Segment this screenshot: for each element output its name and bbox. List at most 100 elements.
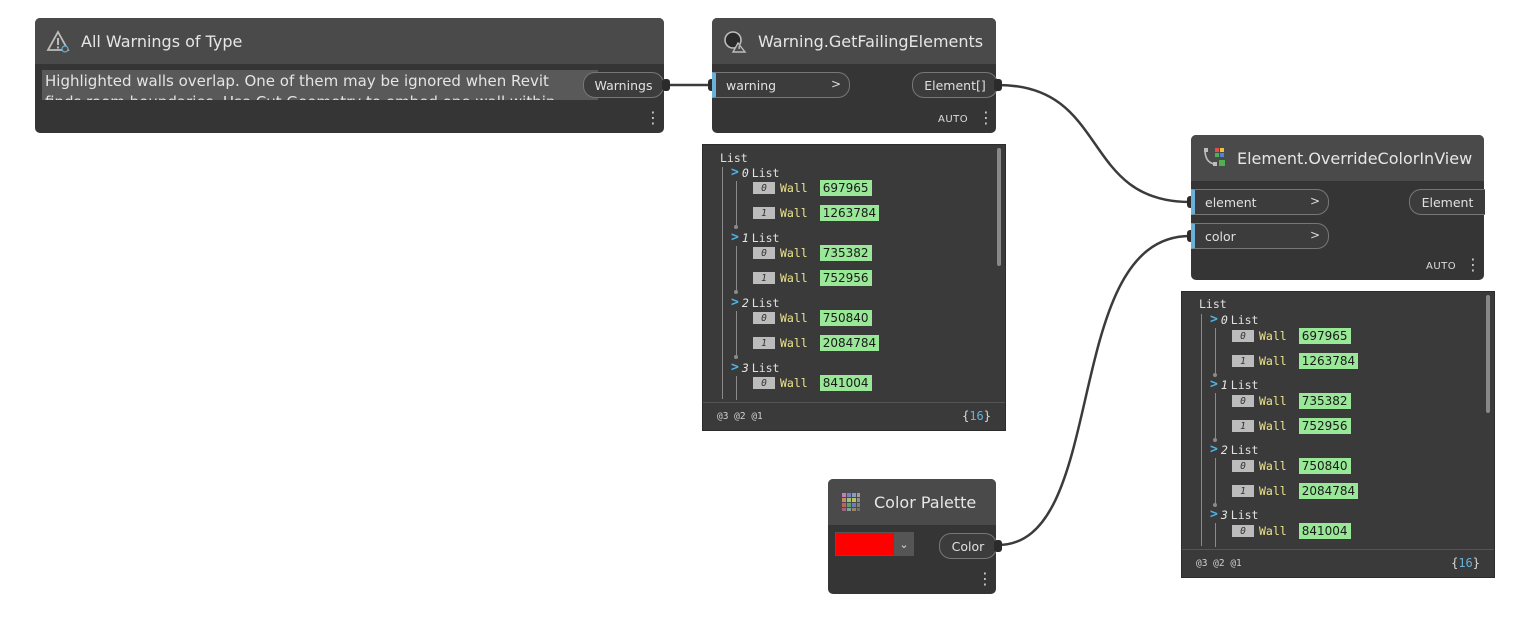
warning-type-dropdown[interactable]: Highlighted walls overlap. One of them m… (42, 70, 580, 100)
preview-root-label: List (1199, 297, 1227, 311)
tree-line (736, 181, 737, 227)
preview-footer: @3 @2 @1 {16} (1182, 549, 1494, 577)
preview-root-label: List (720, 151, 748, 165)
node-header[interactable]: Warning.GetFailingElements (712, 18, 996, 64)
chevron-right-icon: > (1309, 194, 1320, 208)
node-header[interactable]: All Warnings of Type (35, 18, 664, 64)
port-label: element (1205, 194, 1257, 210)
output-connector[interactable] (994, 540, 1002, 552)
node-title: Element.OverrideColorInView (1237, 148, 1473, 168)
item-count: {16} (1451, 556, 1480, 570)
tree-line (736, 376, 737, 400)
output-port-elements[interactable]: Element[] (912, 72, 998, 98)
chevron-right-icon[interactable]: > (731, 360, 739, 375)
color-swatch-selector[interactable]: ⌄ (835, 532, 914, 556)
node-title: Color Palette (874, 492, 977, 512)
tree-line (1215, 328, 1216, 374)
input-port-color[interactable]: color > (1191, 223, 1329, 249)
tree-dot (1213, 438, 1217, 442)
node-warning-getfailingelements[interactable]: Warning.GetFailingElements warning > Ele… (708, 18, 1002, 133)
output-port-warnings[interactable]: Warnings (583, 72, 664, 98)
node-title: All Warnings of Type (81, 31, 243, 51)
port-label: Element (1421, 194, 1474, 210)
port-label: Element[] (924, 77, 986, 93)
lacing-label[interactable]: AUTO (1426, 261, 1457, 272)
tree-dot (734, 225, 738, 229)
preview-footer: @3 @2 @1 {16} (703, 402, 1005, 430)
tree-line (736, 311, 737, 357)
preview-scrollbar[interactable] (1486, 295, 1490, 413)
chevron-right-icon[interactable]: > (1210, 377, 1218, 392)
tree-line (722, 167, 723, 399)
color-override-icon (1201, 145, 1227, 171)
node-color-palette[interactable]: Color Palette ⌄ Color ⋮ (828, 479, 1002, 594)
output-connector[interactable] (662, 79, 670, 91)
output-connector[interactable] (994, 79, 1002, 91)
list-levels[interactable]: @3 @2 @1 (1196, 558, 1242, 569)
chevron-right-icon[interactable]: > (731, 230, 739, 245)
node-header[interactable]: Element.OverrideColorInView (1191, 135, 1484, 181)
node-header[interactable]: Color Palette (828, 479, 996, 525)
chevron-right-icon[interactable]: > (731, 295, 739, 310)
port-label: warning (726, 77, 777, 93)
preview-scrollbar[interactable] (997, 148, 1001, 266)
color-swatch[interactable] (836, 533, 894, 555)
wire-elements-to-element (997, 83, 1191, 204)
chevron-right-icon[interactable]: > (1210, 507, 1218, 522)
output-port-color[interactable]: Color (939, 533, 997, 559)
tree-line (736, 246, 737, 292)
more-options-icon[interactable]: ⋮ (1465, 255, 1481, 274)
warning-circle-icon (722, 28, 748, 54)
chevron-right-icon[interactable]: > (1210, 442, 1218, 457)
chevron-right-icon[interactable]: > (1210, 312, 1218, 327)
dropdown-text-line2: finds room boundaries. Use Cut Geometry … (45, 91, 580, 100)
dropdown-text-line1: Highlighted walls overlap. One of them m… (45, 72, 549, 90)
list-levels[interactable]: @3 @2 @1 (717, 411, 763, 422)
port-label: Color (951, 538, 985, 554)
input-port-warning[interactable]: warning > (712, 72, 850, 98)
more-options-icon[interactable]: ⋮ (645, 108, 661, 127)
tree-dot (734, 355, 738, 359)
chevron-down-icon[interactable]: ⌄ (899, 537, 909, 551)
chevron-right-icon: > (1309, 228, 1320, 242)
lacing-label[interactable]: AUTO (938, 114, 969, 125)
port-label: color (1205, 228, 1236, 244)
chevron-right-icon[interactable]: > (731, 165, 739, 180)
input-port-element[interactable]: element > (1191, 189, 1329, 215)
node-element-overridecolorinview[interactable]: Element.OverrideColorInView element > co… (1187, 135, 1485, 280)
tree-dot (1213, 373, 1217, 377)
node-all-warnings-of-type[interactable]: All Warnings of Type Highlighted walls o… (35, 18, 670, 133)
tree-line (1215, 393, 1216, 439)
more-options-icon[interactable]: ⋮ (977, 569, 993, 588)
tree-line (1215, 523, 1216, 547)
tree-line (1201, 314, 1202, 546)
tree-dot (1213, 503, 1217, 507)
output-port-element[interactable]: Element (1409, 189, 1485, 215)
more-options-icon[interactable]: ⋮ (978, 108, 994, 127)
palette-grid-icon (838, 489, 864, 515)
wire-color-to-color (997, 234, 1191, 547)
